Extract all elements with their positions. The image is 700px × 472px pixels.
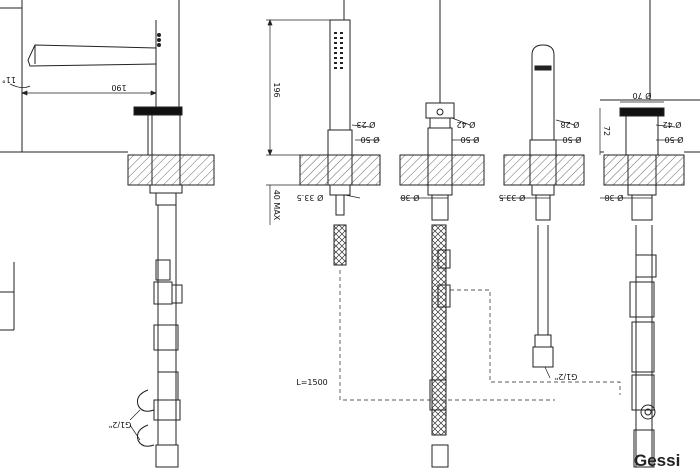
valve-dimensions <box>599 101 680 199</box>
valve-knob-diameter: Ø 70 <box>632 91 651 101</box>
valve-base-diameter: Ø 50 <box>664 135 683 145</box>
spray-column-connection: G1/2" <box>555 372 578 381</box>
spray-column-shank-diameter: Ø 33.5 <box>499 193 526 203</box>
diverter-base-diameter: Ø 50 <box>460 135 479 145</box>
gessi-logo: Gessi <box>634 451 680 470</box>
spout-reach-label: 190 <box>111 83 126 92</box>
diverter-assembly <box>399 0 485 468</box>
handshower-assembly <box>299 0 381 266</box>
valve-assembly <box>600 0 700 468</box>
diverter-top-diameter: Ø 42 <box>456 120 475 130</box>
valve-top-diameter: Ø 42 <box>662 120 681 130</box>
inlet-connection-label: G1/2" <box>109 420 132 429</box>
handshower-top-diameter: Ø 23 <box>356 120 375 130</box>
diverter-dimensions <box>400 117 621 395</box>
spout-assembly <box>0 0 215 468</box>
handshower-base-diameter: Ø 50 <box>360 135 379 145</box>
diverter-shank-diameter: Ø 38 <box>400 193 419 203</box>
valve-height-label: 72 <box>602 126 611 136</box>
inlet-connection-leader <box>129 409 141 441</box>
spray-column-dimensions <box>500 119 580 379</box>
valve-shank-diameter: Ø 38 <box>604 193 623 203</box>
spray-column-assembly <box>503 44 585 368</box>
handshower-nozzles <box>334 32 343 69</box>
spray-column-base-diameter: Ø 50 <box>562 135 581 145</box>
spout-dimensions <box>9 83 157 96</box>
spray-column-top-diameter: Ø 28 <box>560 120 579 130</box>
deck-thickness-label: 40 MAX <box>272 190 281 221</box>
hose-length-label: L=1500 <box>296 378 328 387</box>
spout-angle-label: 11° <box>2 75 16 84</box>
handshower-dimensions <box>266 19 555 401</box>
brand-text: Gessi <box>634 451 680 470</box>
handshower-height-label: 196 <box>272 82 281 97</box>
handshower-shank-diameter: Ø 33.5 <box>297 193 324 203</box>
